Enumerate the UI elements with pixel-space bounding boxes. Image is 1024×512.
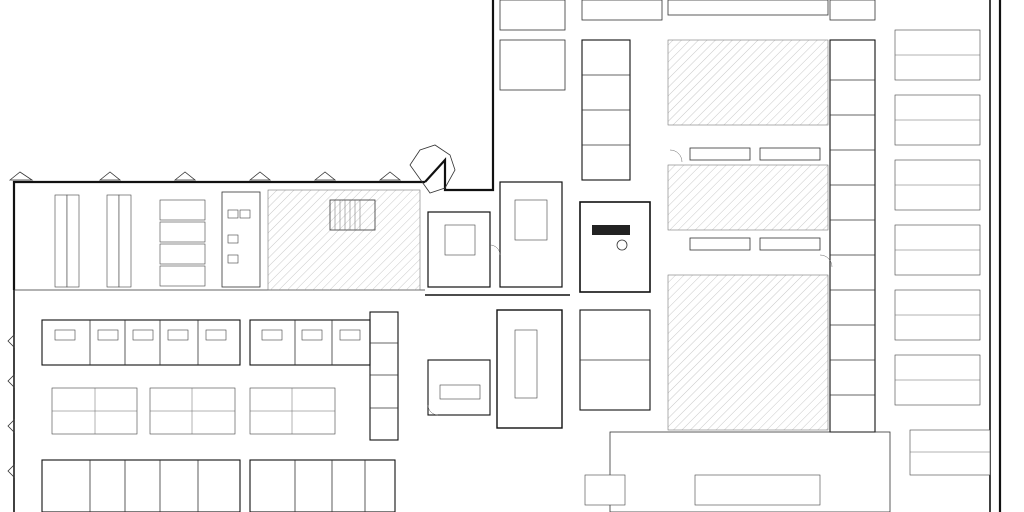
conference-room-small (427, 359, 491, 416)
stair-icon (329, 199, 376, 231)
training-room (579, 201, 651, 293)
open-workstations-east (894, 29, 991, 476)
meeting-room-west (427, 211, 491, 288)
bench-desks (54, 194, 132, 288)
north-rooms (499, 0, 876, 91)
open-workstations-central (51, 387, 336, 435)
exterior-walls (7, 0, 1002, 512)
private-offices-central (249, 319, 371, 366)
core-west (267, 189, 421, 291)
offices-east-column (369, 311, 399, 441)
south-lobby (584, 431, 891, 512)
column-icon (616, 239, 628, 251)
private-offices-south (41, 459, 396, 512)
workstation-cluster-west (159, 199, 206, 287)
meeting-room-center (499, 181, 563, 288)
west-wall-columns (7, 334, 15, 478)
door-swing-icon (427, 149, 833, 416)
conference-room-large (496, 309, 563, 429)
table-icon (514, 329, 538, 399)
west-open-office (54, 191, 261, 288)
offices-center-east (579, 39, 651, 411)
private-offices-north (41, 319, 241, 366)
rotunda (409, 144, 456, 194)
column-bays (8, 171, 402, 181)
support-area (221, 191, 261, 288)
offices-east (829, 39, 876, 433)
core-east (667, 39, 829, 431)
